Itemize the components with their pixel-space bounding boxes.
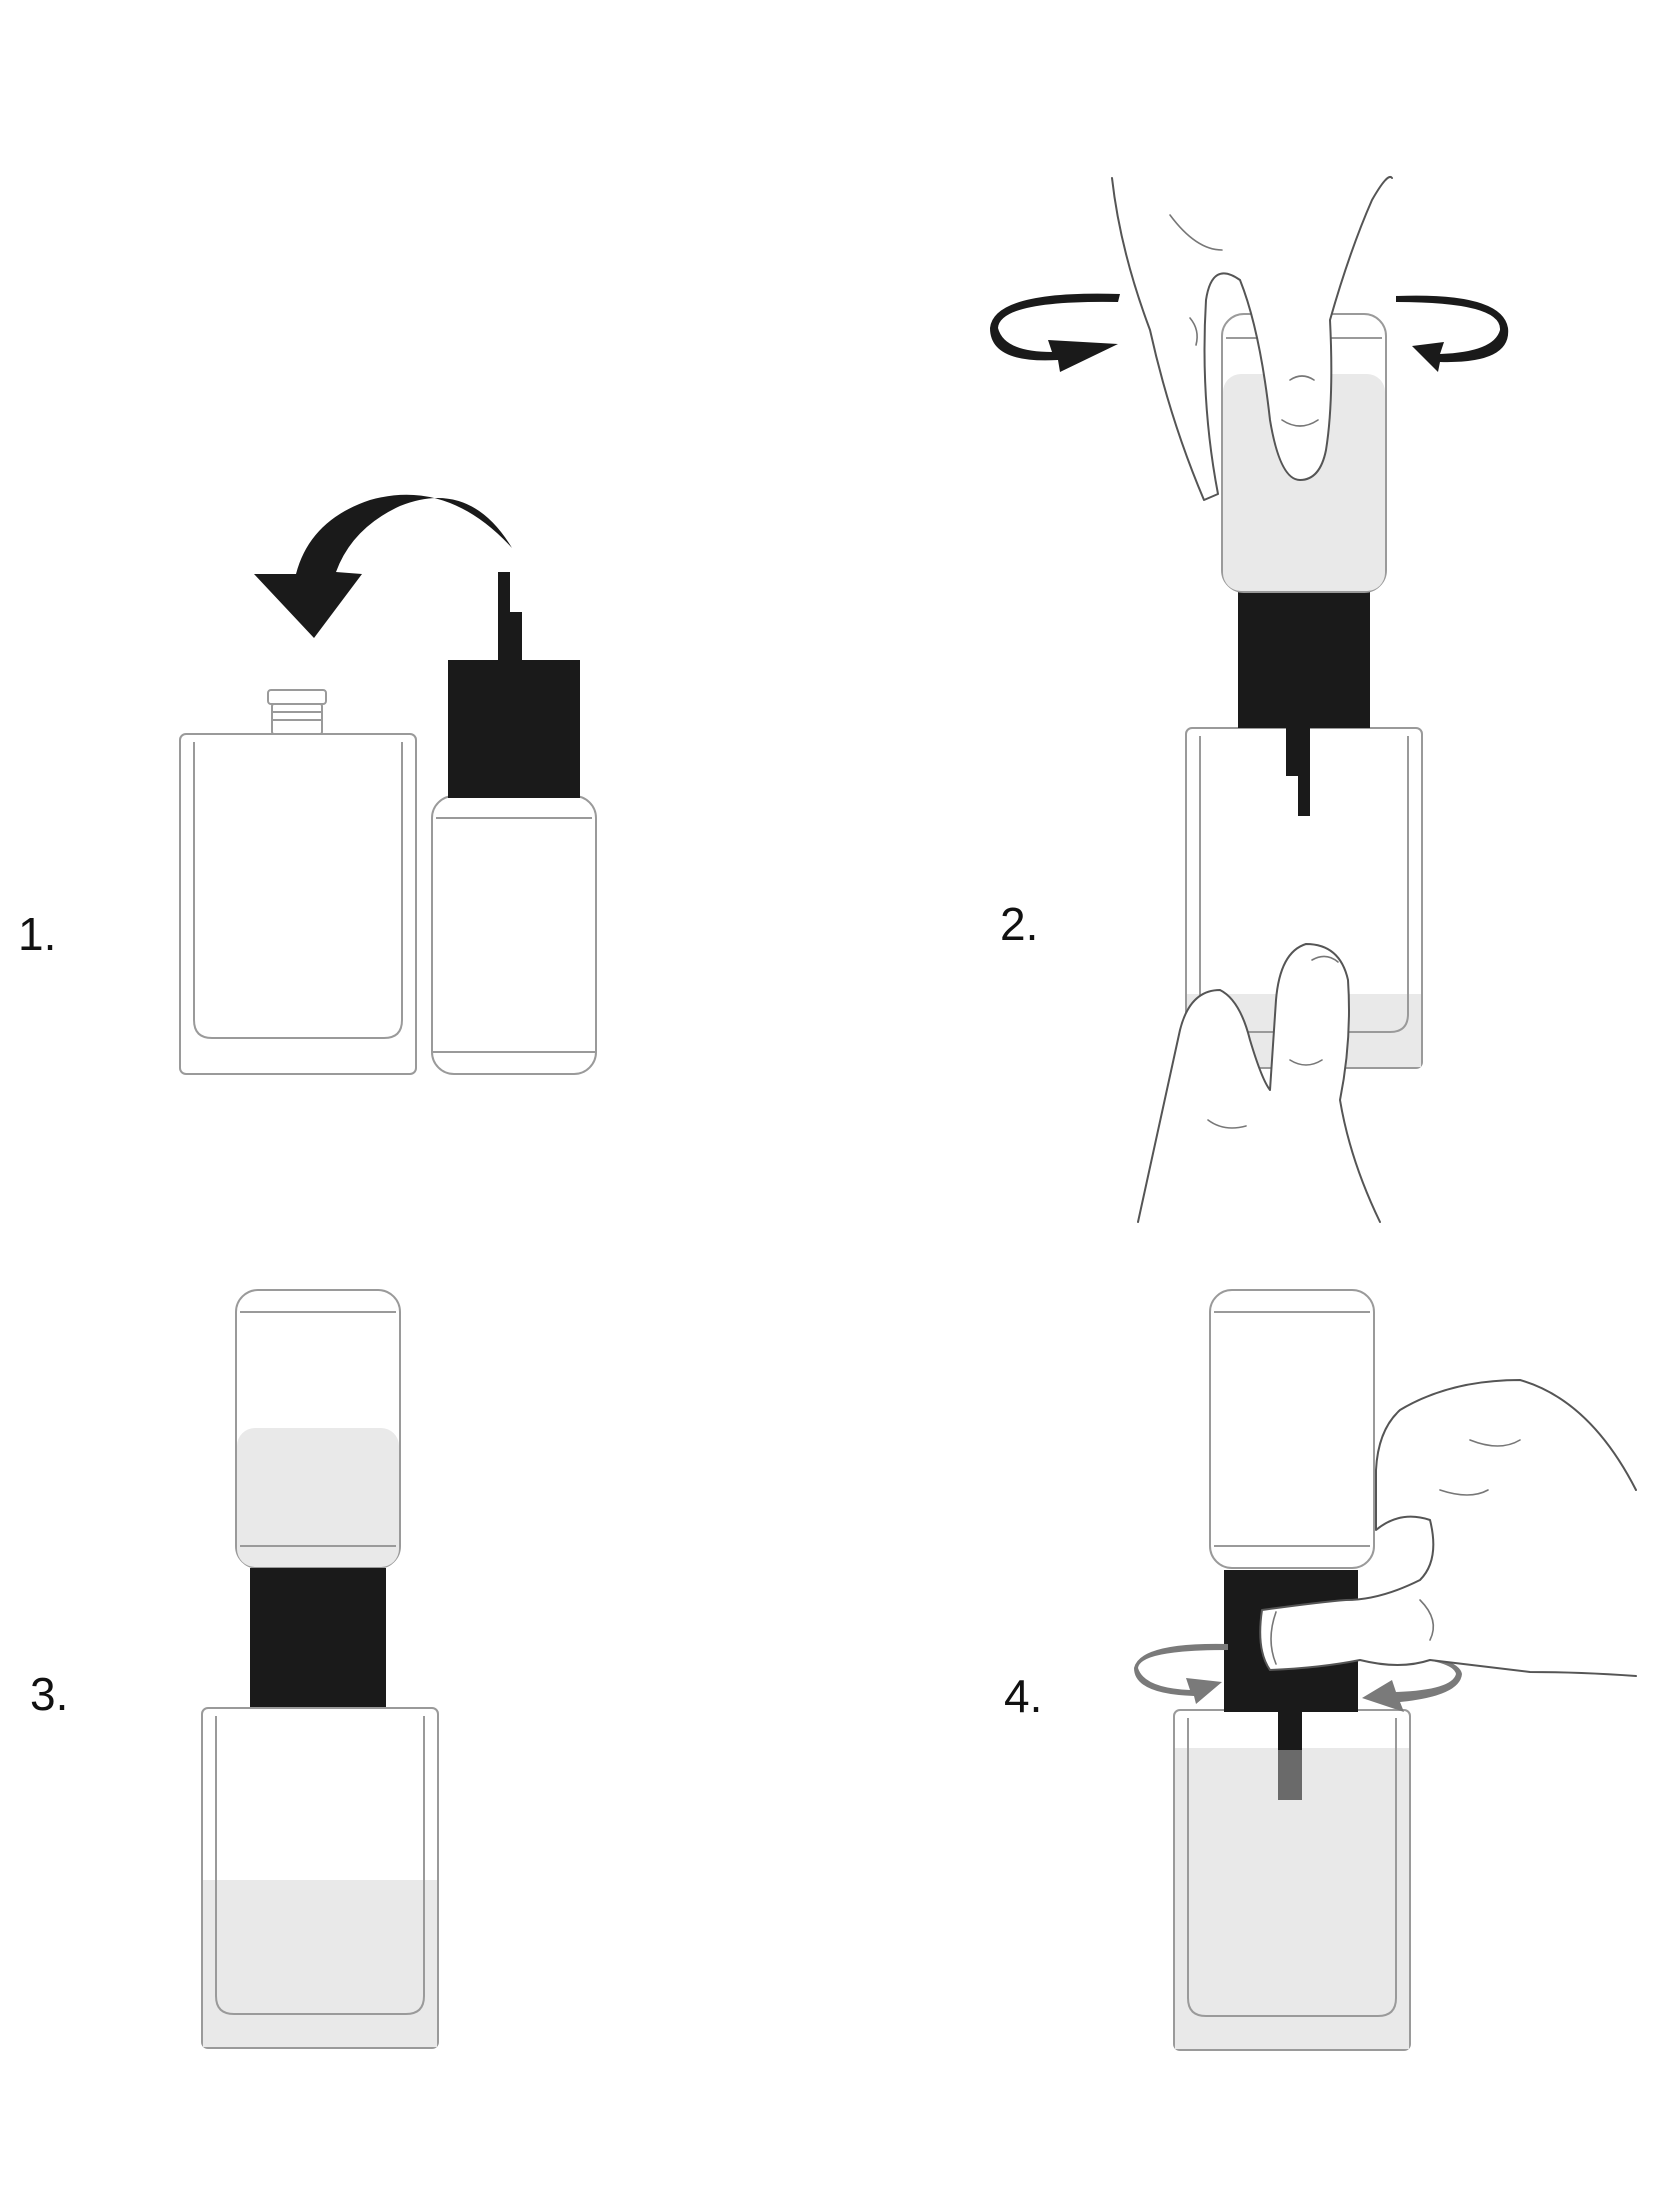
rotate-arrow-icon [990, 293, 1120, 372]
step-2-number: 2. [1000, 898, 1038, 950]
step-1-number: 1. [18, 908, 56, 960]
step-4-number: 4. [1004, 1670, 1042, 1722]
step-2: 2. [990, 176, 1509, 1223]
curved-pour-arrow-icon [254, 494, 512, 638]
rotate-arrow-icon [1356, 1650, 1462, 1712]
hand-icon [1111, 176, 1393, 501]
rotate-arrow-icon [1134, 1643, 1228, 1704]
refill-bottle-icon [235, 1289, 401, 1569]
perfume-bottle-icon [201, 1707, 439, 2049]
refill-bottle-icon [431, 572, 597, 1075]
perfume-bottle-icon [179, 689, 417, 1075]
step-3-number: 3. [30, 1668, 68, 1720]
perfume-bottle-icon [1173, 1709, 1411, 2051]
step-3: 3. [30, 1289, 439, 2049]
rotate-arrow-icon [1396, 295, 1509, 372]
step-1: 1. [18, 494, 597, 1075]
step-4: 4. [1004, 1289, 1637, 2051]
hand-icon [1137, 943, 1381, 1223]
hand-icon [1259, 1379, 1637, 1677]
refill-bottle-icon [1209, 1289, 1375, 1569]
